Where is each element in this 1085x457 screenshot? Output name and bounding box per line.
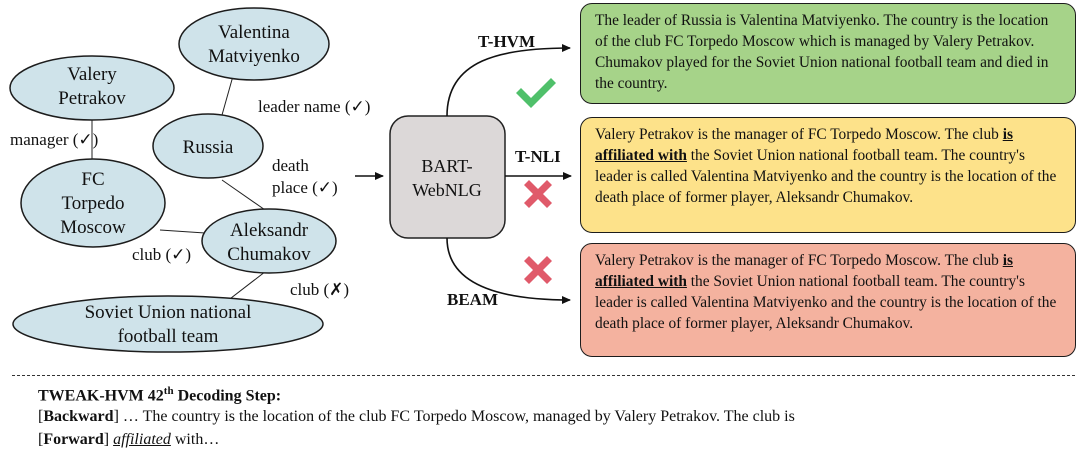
method-label-tnli: T-NLI xyxy=(515,147,561,166)
edge-label-leader-name: leader name (✓) xyxy=(258,97,370,116)
check-icon xyxy=(516,78,556,108)
edge-death-place xyxy=(221,179,269,213)
node-label-line: Petrakov xyxy=(58,88,126,109)
heading-superscript: th xyxy=(163,385,174,397)
cross-icon xyxy=(524,256,552,284)
edge-club-valid xyxy=(159,229,206,234)
heading-text: TWEAK-HVM 42 xyxy=(38,387,164,405)
forward-rest: with… xyxy=(170,431,220,448)
edge-label-club-valid: club (✓) xyxy=(132,245,191,264)
output-text-pre: Valery Petrakov is the manager of FC Tor… xyxy=(595,252,1003,269)
output-text-hvm: The leader of Russia is Valentina Matviy… xyxy=(595,12,1049,92)
output-text-post: the Soviet Union national football team.… xyxy=(595,147,1057,206)
edge-label-death-place: place (✓) xyxy=(272,178,338,197)
node-label-line: Torpedo xyxy=(61,193,124,214)
forward-word: affiliated xyxy=(113,431,171,448)
node-fc-torpedo-moscow: FC Torpedo Moscow xyxy=(20,158,166,248)
method-label-beam: BEAM xyxy=(447,290,498,309)
model-box: BART- WebNLG xyxy=(389,115,506,239)
node-label-line: Matviyenko xyxy=(208,46,300,67)
model-label-line: WebNLG xyxy=(412,180,482,200)
output-box-beam: Valery Petrakov is the manager of FC Tor… xyxy=(580,243,1076,357)
forward-line: [Forward] affiliated with… xyxy=(38,431,220,448)
beam-arrow xyxy=(446,237,571,304)
highlighted-phrase: is affiliated with xyxy=(595,126,1013,164)
decoding-step-heading: TWEAK-HVM 42th Decoding Step: xyxy=(38,385,281,405)
heading-text-tail: Decoding Step: xyxy=(173,387,282,405)
method-label-hvm: T-HVM xyxy=(478,32,535,51)
model-label-line: BART- xyxy=(421,156,472,176)
edge-label-manager: manager (✓) xyxy=(10,130,98,149)
node-label-line: Valery xyxy=(67,64,117,85)
node-label-line: Moscow xyxy=(60,217,126,238)
node-label-line: Russia xyxy=(183,137,234,158)
cross-icon xyxy=(524,180,552,208)
node-label-line: FC xyxy=(81,169,104,190)
node-label-line: Valentina xyxy=(218,22,290,43)
node-valentina-matviyenko: Valentina Matviyenko xyxy=(178,7,330,81)
output-box-tnli: Valery Petrakov is the manager of FC Tor… xyxy=(580,117,1076,233)
node-soviet-union-team: Soviet Union national football team xyxy=(12,295,324,353)
node-valery-petrakov: Valery Petrakov xyxy=(9,55,175,121)
highlighted-phrase: is affiliated with xyxy=(595,252,1013,290)
backward-text: … The country is the location of the clu… xyxy=(118,408,795,425)
forward-label: Forward xyxy=(43,431,104,448)
backward-label: Backward xyxy=(43,408,114,425)
node-russia: Russia xyxy=(152,113,264,179)
output-box-hvm: The leader of Russia is Valentina Matviy… xyxy=(580,3,1076,104)
node-label-line: football team xyxy=(118,326,219,347)
hvm-arrow xyxy=(446,44,571,117)
edge-label-death-place: death xyxy=(272,156,309,175)
backward-line: [Backward] … The country is the location… xyxy=(38,408,795,425)
output-text-pre: Valery Petrakov is the manager of FC Tor… xyxy=(595,126,1003,143)
dashed-divider xyxy=(12,375,1075,376)
node-label-line: Soviet Union national xyxy=(85,302,252,323)
node-label-line: Chumakov xyxy=(227,244,311,265)
edge-leader-name xyxy=(221,75,234,116)
node-label-line: Aleksandr xyxy=(230,220,309,241)
edge-label-club-invalid: club (✗) xyxy=(290,280,349,299)
output-text-post: the Soviet Union national football team.… xyxy=(595,273,1057,332)
node-aleksandr-chumakov: Aleksandr Chumakov xyxy=(201,208,337,274)
